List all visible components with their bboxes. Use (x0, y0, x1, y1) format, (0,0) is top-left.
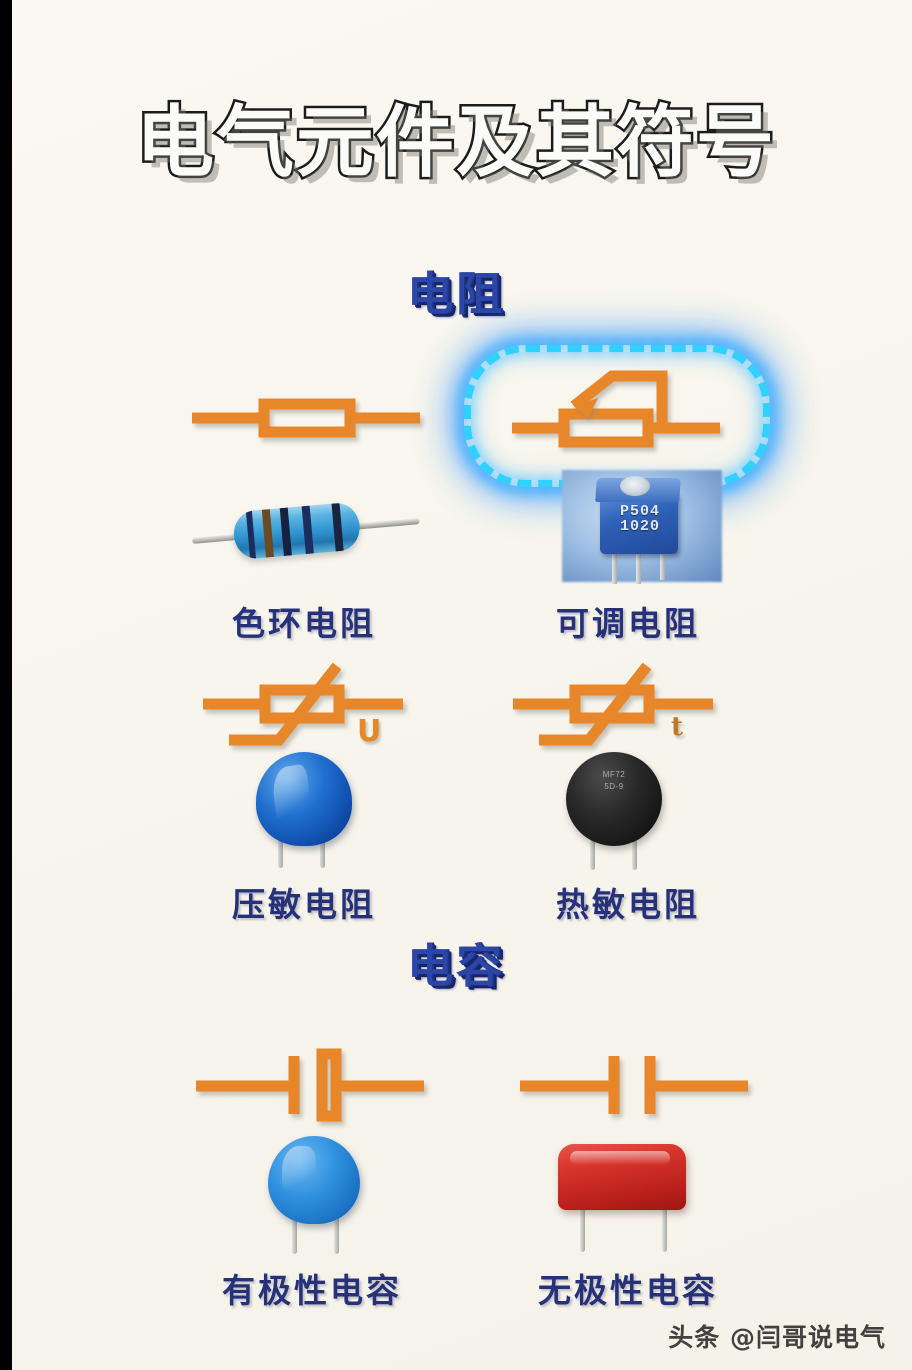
label-color-band-resistor: 色环电阻 (232, 604, 376, 643)
nonpolarized-capacitor-symbol (520, 1052, 750, 1114)
label-thermistor: 热敏电阻 (556, 885, 700, 924)
fixed-resistor-symbol (190, 392, 422, 440)
trimmer-marking-line1: P504 (619, 503, 660, 520)
section-heading-capacitor: 电容 (407, 939, 505, 993)
trimmer-potentiometer-photo: P504 1020 (562, 470, 722, 584)
trimmer-screw-icon (620, 476, 650, 496)
thermistor-disc-photo: MF72 5D-9 (552, 752, 676, 870)
left-black-bar (0, 0, 12, 1370)
resistor-body (231, 501, 362, 561)
label-polarized-capacitor: 有极性电容 (222, 1271, 402, 1310)
watermark-text: 头条 @闫哥说电气 (668, 1323, 886, 1352)
varistor-annotation: U (357, 714, 382, 749)
label-adjustable-resistor: 可调电阻 (556, 604, 700, 643)
film-capacitor-photo (558, 1136, 694, 1254)
thermistor-annotation: t (671, 712, 684, 742)
adjustable-resistor-symbol (512, 366, 722, 456)
varistor-disc-photo (242, 752, 366, 868)
polarized-capacitor-symbol (196, 1048, 426, 1122)
label-nonpolarized-capacitor: 无极性电容 (538, 1271, 718, 1310)
color-band-resistor-photo (189, 482, 423, 584)
page-title: 电气元件及其符号 (133, 98, 776, 188)
section-heading-resistor: 电阻 (407, 267, 505, 321)
thermistor-marking-line2: 5D-9 (604, 782, 624, 791)
trimmer-marking-line2: 1020 (619, 518, 660, 535)
ceramic-disc-capacitor-photo (258, 1136, 378, 1254)
thermistor-marking-line1: MF72 (602, 770, 626, 779)
thermistor-symbol: t (513, 660, 738, 746)
varistor-symbol: U (203, 660, 428, 749)
label-varistor: 压敏电阻 (232, 885, 376, 924)
